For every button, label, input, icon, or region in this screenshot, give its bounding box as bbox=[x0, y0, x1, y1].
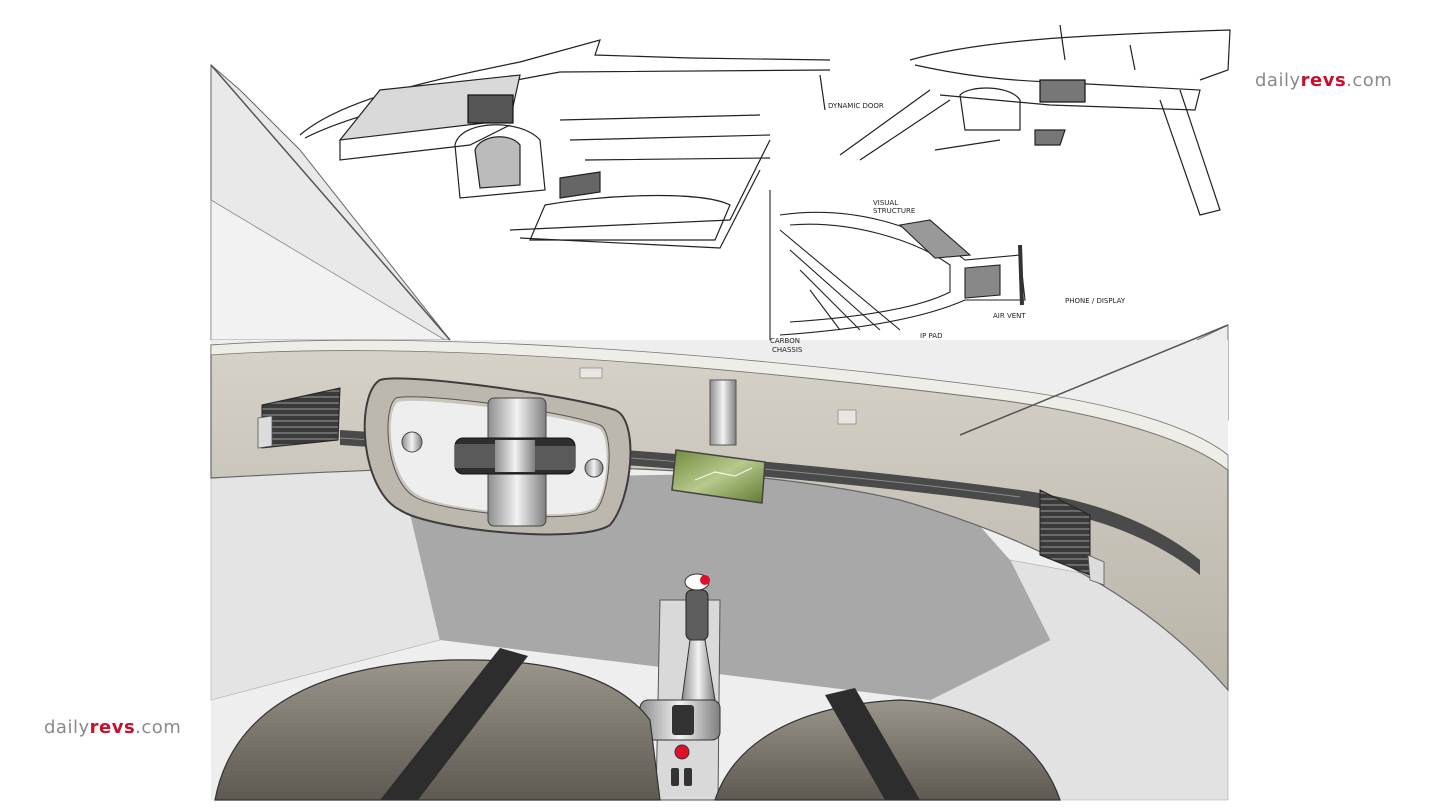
sketch-note: VISUAL bbox=[873, 199, 898, 207]
right-air-vent bbox=[1039, 489, 1105, 586]
red-button-icon bbox=[674, 744, 690, 760]
left-air-vent bbox=[257, 387, 341, 449]
center-console bbox=[639, 573, 721, 801]
sketch-note: CHASSIS bbox=[772, 346, 803, 354]
red-button-icon bbox=[700, 575, 710, 585]
concept-sketch-right bbox=[839, 24, 1231, 216]
sketch-note: CARBON bbox=[770, 337, 800, 345]
watermark-logo: dailyrevs.com bbox=[1255, 70, 1393, 91]
steering-yoke bbox=[363, 377, 632, 536]
right-seat bbox=[714, 688, 1061, 801]
left-seat bbox=[214, 648, 661, 801]
concept-sketch-dash-plan bbox=[769, 190, 1026, 340]
sketch-note: PHONE / DISPLAY bbox=[1065, 297, 1126, 305]
sketch-note: STRUCTURE bbox=[873, 207, 915, 215]
watermark-logo: dailyrevs.com bbox=[44, 717, 182, 738]
concept-sketch-left bbox=[299, 39, 831, 249]
sketch-note: AIR VENT bbox=[993, 312, 1026, 320]
interior-render bbox=[210, 63, 1229, 801]
sketch-note: DYNAMIC DOOR bbox=[828, 102, 884, 110]
center-display bbox=[671, 449, 766, 504]
sketch-note: IP PAD bbox=[920, 332, 942, 340]
